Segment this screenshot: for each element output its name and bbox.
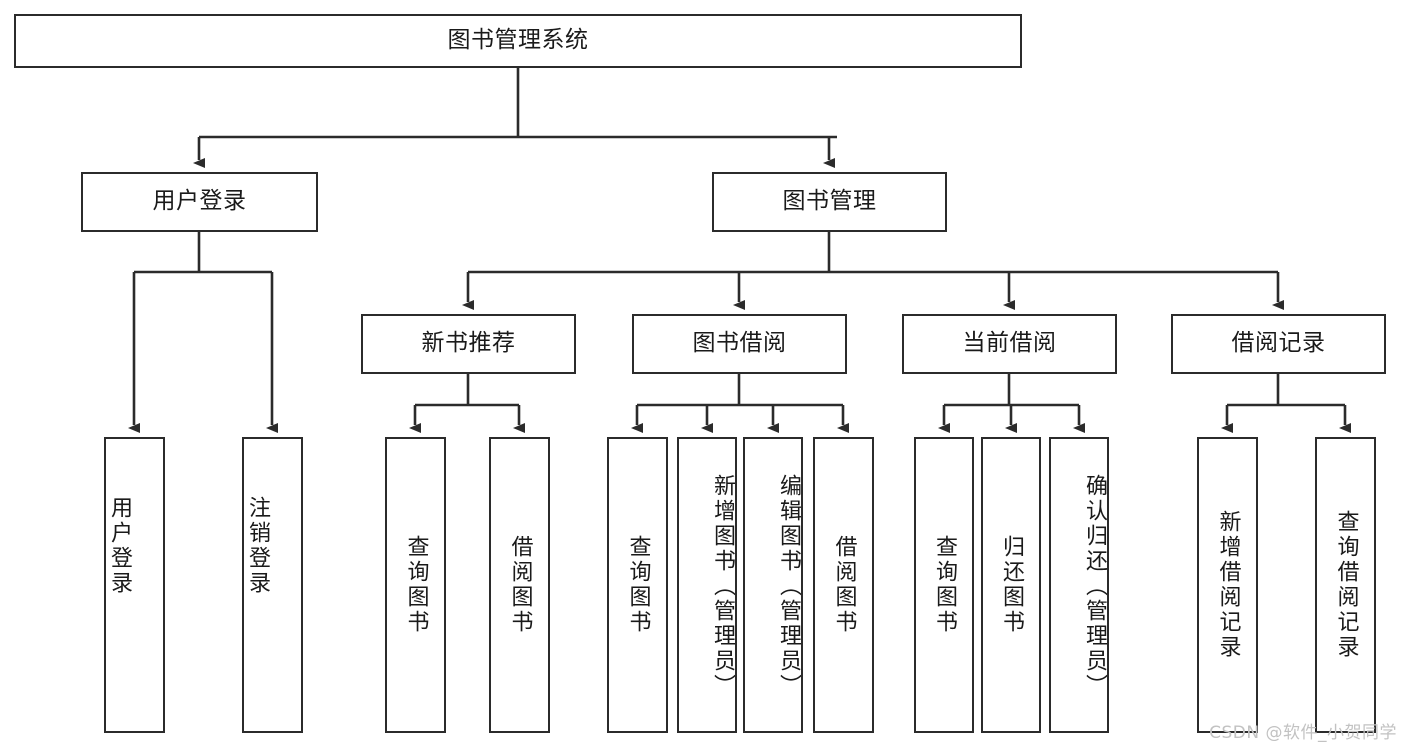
leaf-borrow-book-recommend[interactable]: 借阅图书 [489, 437, 550, 733]
leaf-logout-login[interactable]: 注销登录 [242, 437, 303, 733]
leaf-query-book-recommend[interactable]: 查询图书 [385, 437, 446, 733]
leaf-add-book-admin[interactable]: 新增图书（管理员） [677, 437, 737, 733]
leaf-add-borrow-record[interactable]: 新增借阅记录 [1197, 437, 1258, 733]
leaf-query-borrow-record[interactable]: 查询借阅记录 [1315, 437, 1376, 733]
leaf-edit-book-admin[interactable]: 编辑图书（管理员） [743, 437, 803, 733]
leaf-confirm-return-admin[interactable]: 确认归还（管理员） [1049, 437, 1109, 733]
node-book-manage[interactable]: 图书管理 [712, 172, 947, 232]
node-root-system[interactable]: 图书管理系统 [14, 14, 1022, 68]
leaf-query-book-current[interactable]: 查询图书 [914, 437, 974, 733]
csdn-watermark: CSDN @软件_小贺同学 [1209, 723, 1397, 743]
leaf-return-book[interactable]: 归还图书 [981, 437, 1041, 733]
node-user-login[interactable]: 用户登录 [81, 172, 318, 232]
node-new-book-recommend[interactable]: 新书推荐 [361, 314, 576, 374]
node-book-borrow[interactable]: 图书借阅 [632, 314, 847, 374]
leaf-user-login[interactable]: 用户登录 [104, 437, 165, 733]
node-current-borrow[interactable]: 当前借阅 [902, 314, 1117, 374]
node-borrow-record[interactable]: 借阅记录 [1171, 314, 1386, 374]
leaf-borrow-book-borrow[interactable]: 借阅图书 [813, 437, 874, 733]
leaf-query-book-borrow[interactable]: 查询图书 [607, 437, 668, 733]
